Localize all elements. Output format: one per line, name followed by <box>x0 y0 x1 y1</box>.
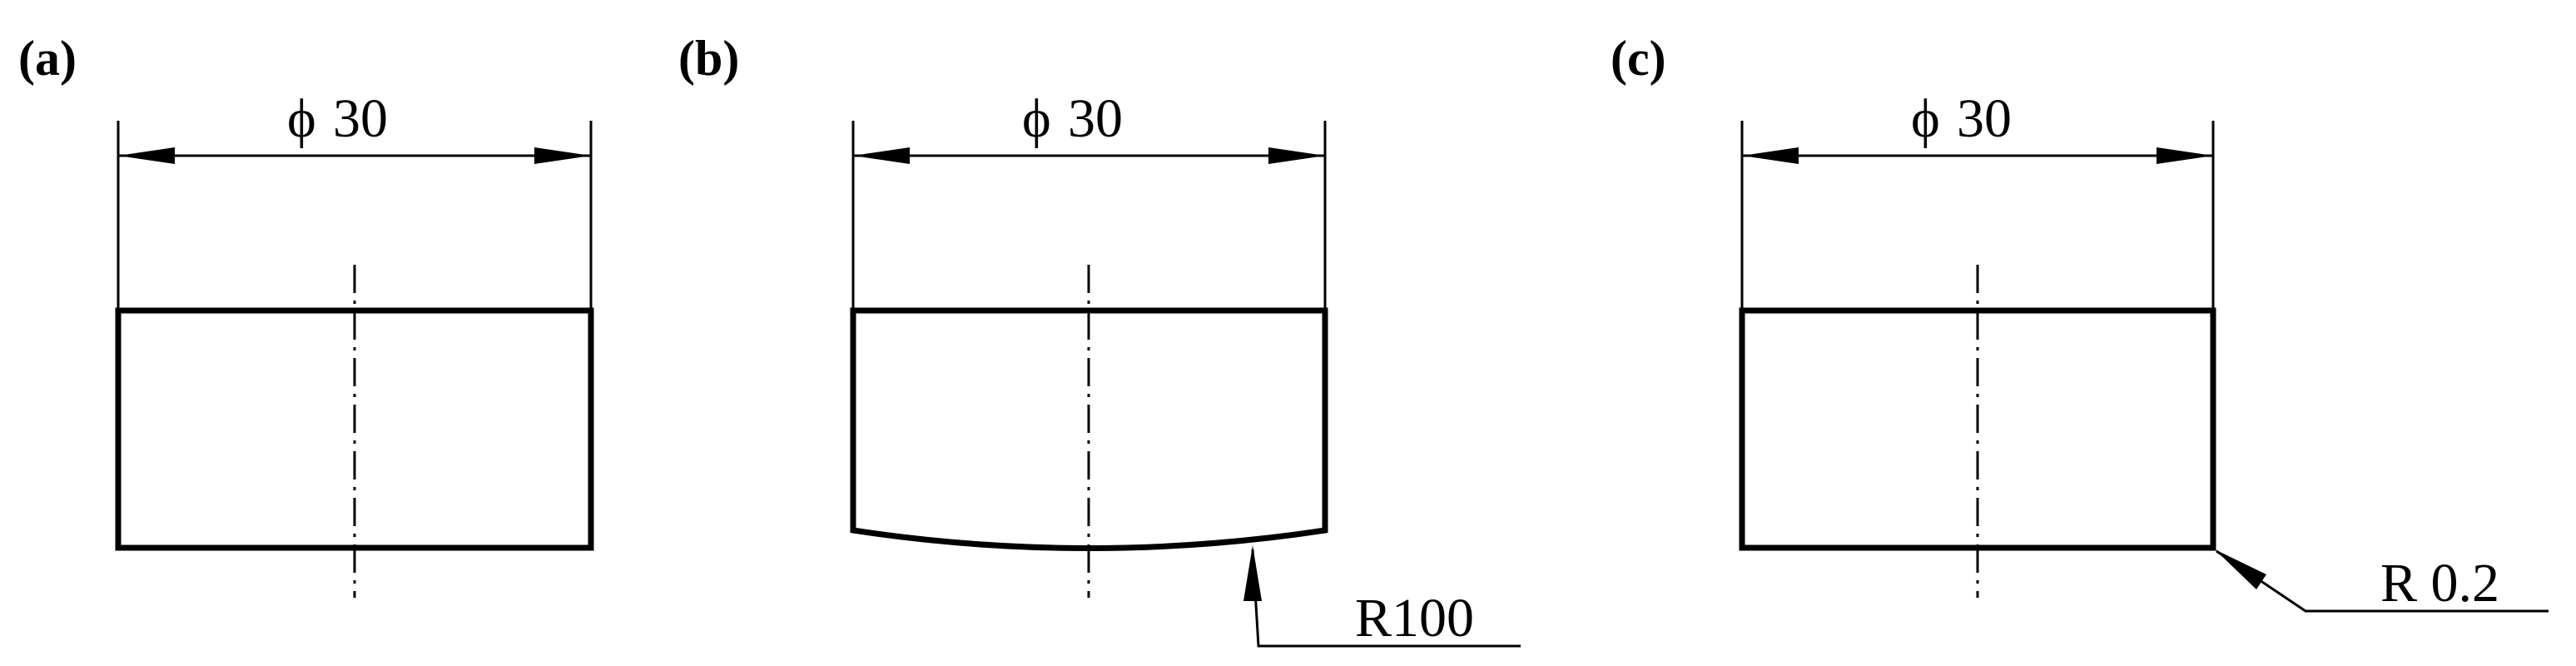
panel-a: (a) ϕ 30 <box>18 31 594 598</box>
panel-c-label: (c) <box>1611 31 1666 86</box>
panel-c-part-outline <box>1739 307 2216 551</box>
panel-b-radius-text: R100 <box>1355 588 1474 649</box>
panel-b-dimension-text: 30 <box>1068 88 1123 149</box>
panel-c-radius-text: R 0.2 <box>2380 553 2499 614</box>
panel-a-part-outline <box>115 307 594 551</box>
panel-b-arrow-right <box>1268 147 1325 164</box>
panel-b-radius-arrow <box>1243 545 1262 601</box>
panel-b-diameter-symbol: ϕ <box>1022 88 1051 149</box>
panel-c-diameter-symbol: ϕ <box>1911 88 1940 149</box>
panel-a-dimension-text: 30 <box>333 88 388 149</box>
panel-b-part-outline <box>850 307 1328 551</box>
panel-c-radius-arrow <box>2215 549 2266 589</box>
panel-c-arrow-left <box>1742 147 1799 164</box>
panel-c-dimension-text: 30 <box>1957 88 2012 149</box>
panel-c: (c) ϕ 30 R 0.2 <box>1611 31 2549 614</box>
panel-a-diameter-symbol: ϕ <box>287 88 316 149</box>
panel-b-label: (b) <box>678 31 739 86</box>
panel-c-arrow-right <box>2157 147 2213 164</box>
panel-b-arrow-left <box>853 147 910 164</box>
panel-a-label: (a) <box>18 31 77 86</box>
panel-b: (b) ϕ 30 R100 <box>678 31 1521 649</box>
panel-a-arrow-right <box>534 147 591 164</box>
panel-a-arrow-left <box>118 147 175 164</box>
